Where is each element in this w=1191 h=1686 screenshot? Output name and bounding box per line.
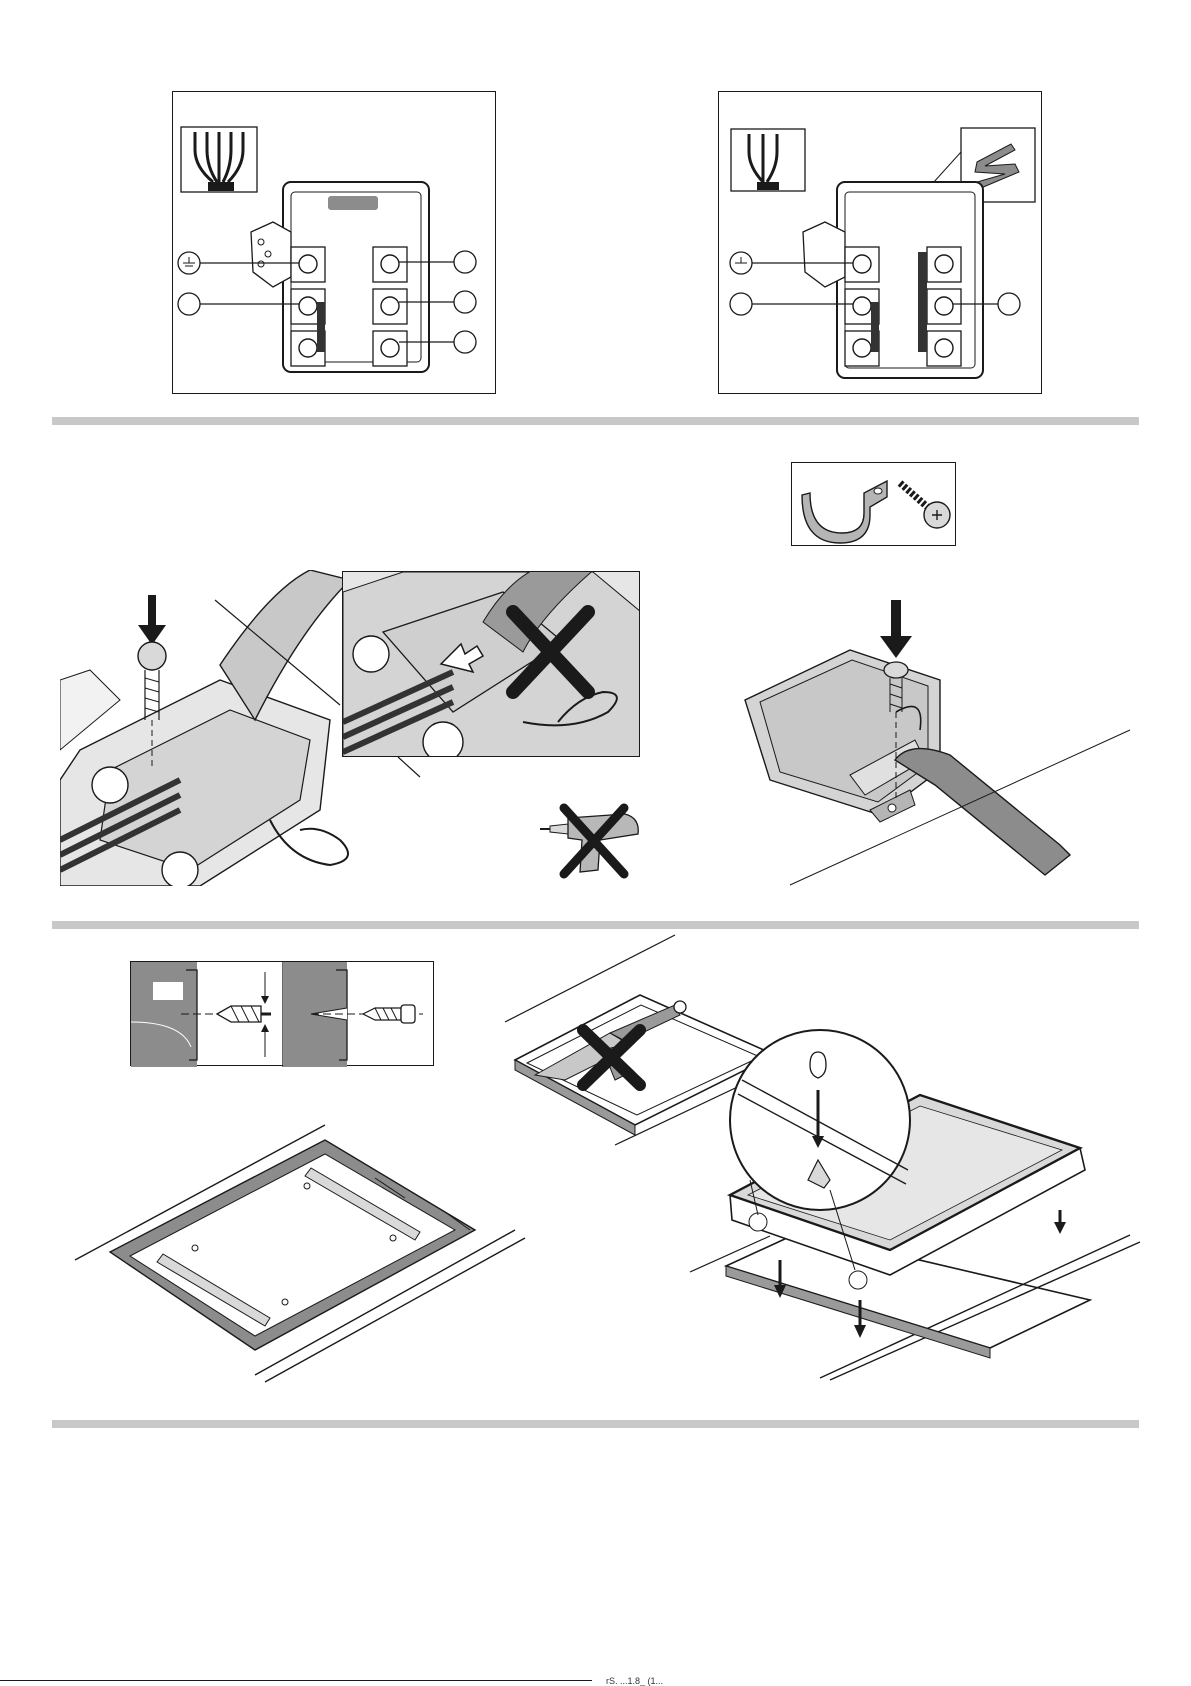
- no-power-drill-icon: [540, 800, 650, 880]
- no-tool-in-slot-figure: [342, 571, 640, 757]
- clamp-and-screw-icon: [792, 463, 957, 547]
- terminal-3wire-figure: [718, 91, 1042, 394]
- footer-rule: [0, 1680, 592, 1681]
- terminal-4wire-drawing: [173, 92, 497, 395]
- section-divider-1: [52, 417, 1139, 425]
- clamp-mount-figure: [740, 600, 1140, 890]
- hob-insert-drawing: [690, 1030, 1140, 1380]
- clamp-mount-drawing: [740, 600, 1140, 890]
- cable-clamp-parts-figure: [791, 462, 956, 546]
- terminal-3wire-drawing: [719, 92, 1043, 395]
- section-divider-3: [52, 1420, 1139, 1428]
- pilot-hole-drawing: [131, 962, 435, 1067]
- hob-insert-figure: [690, 1030, 1140, 1380]
- pilot-hole-figure: [130, 961, 434, 1066]
- no-tool-in-slot-drawing: [343, 572, 640, 757]
- bracket-install-figure: [75, 1120, 525, 1385]
- bracket-install-drawing: [75, 1120, 525, 1385]
- terminal-4wire-figure: [172, 91, 496, 394]
- leader-line: [398, 757, 458, 797]
- section-divider-2: [52, 921, 1139, 929]
